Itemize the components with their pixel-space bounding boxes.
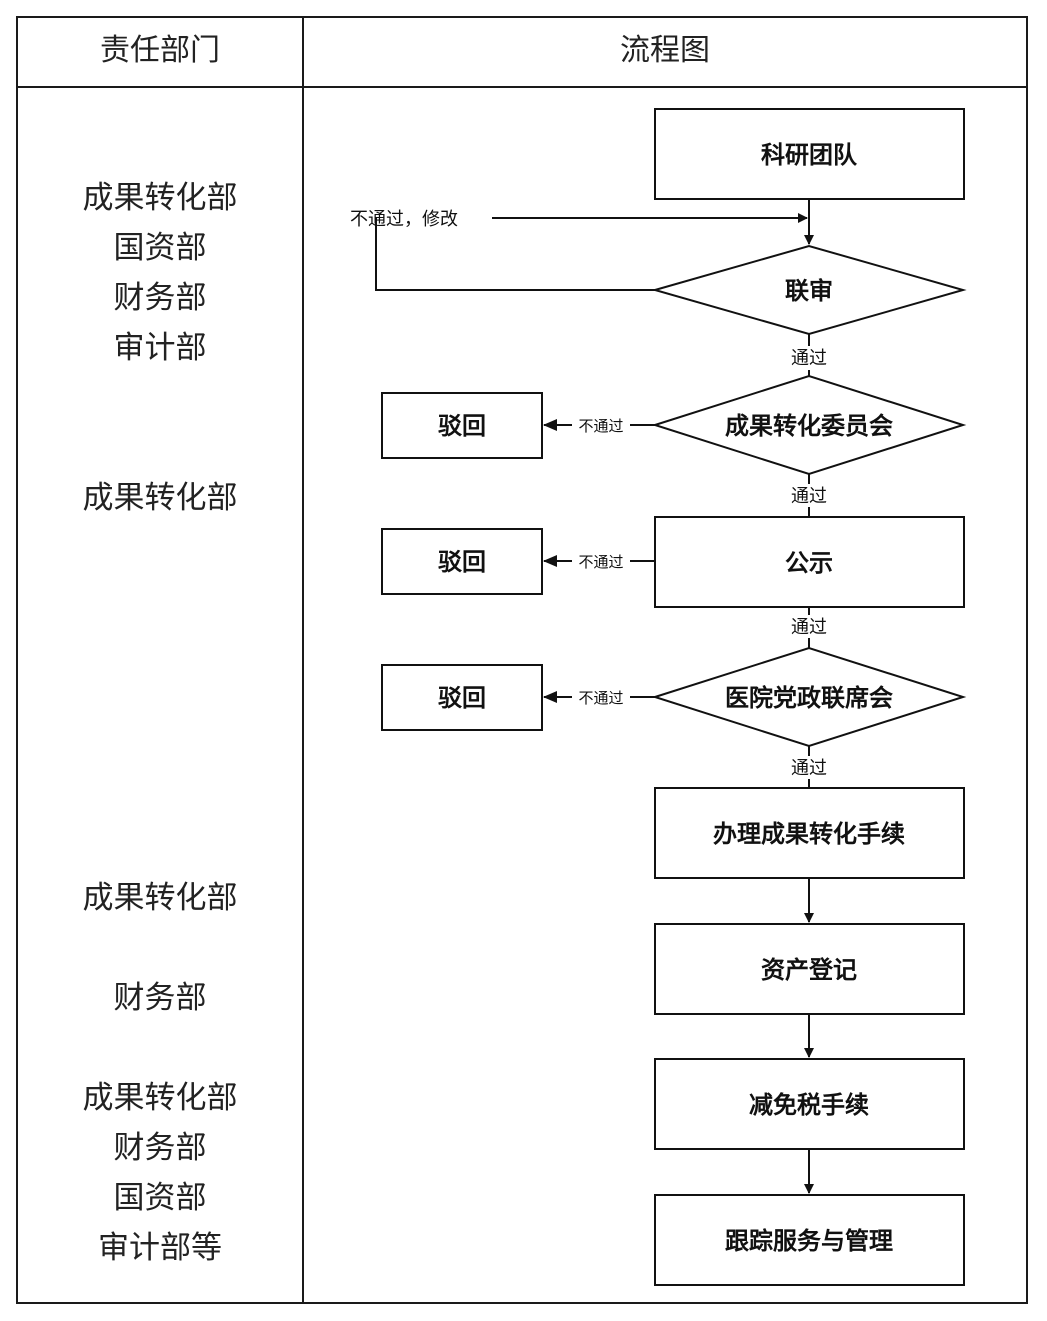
- dept-label: 成果转化部: [82, 180, 238, 216]
- asset-registration-label: 资产登记: [761, 956, 857, 984]
- fail-label-2: 不通过: [578, 553, 623, 571]
- fail-modify-label: 不通过，修改: [350, 209, 458, 230]
- committee-label: 成果转化委员会: [725, 412, 893, 440]
- dept-label: 成果转化部: [82, 480, 238, 516]
- research-team-label: 科研团队: [761, 141, 858, 169]
- pass-label-2: 通过: [791, 486, 827, 507]
- fail-label-3: 不通过: [578, 689, 623, 707]
- dept-label: 财务部: [113, 1130, 207, 1166]
- fail-label-1: 不通过: [578, 417, 623, 435]
- joint-meeting-diamond: [651, 646, 967, 748]
- dept-label: 财务部: [113, 980, 207, 1016]
- dept-group-procedures: 成果转化部: [18, 873, 302, 923]
- dept-label: 成果转化部: [82, 880, 238, 916]
- publicity-label: 公示: [785, 549, 833, 577]
- dept-group-approval: 成果转化部: [18, 473, 302, 523]
- column-divider: [302, 16, 304, 1304]
- follow-up-label: 跟踪服务与管理: [725, 1227, 893, 1255]
- reject-label-3: 驳回: [438, 684, 486, 712]
- joint-review-diamond: [651, 244, 967, 336]
- reject-box-3: [381, 664, 543, 731]
- flow-column-header: 流程图: [620, 33, 710, 68]
- procedures-label: 办理成果转化手续: [713, 820, 905, 848]
- reject-label-1: 驳回: [438, 412, 486, 440]
- pass-label-3: 通过: [791, 617, 827, 638]
- dept-group-assets: 财务部: [18, 973, 302, 1023]
- dept-column-header: 责任部门: [100, 33, 220, 68]
- reject-box-1: [381, 392, 543, 459]
- dept-label: 国资部: [113, 230, 207, 266]
- reject-box-2: [381, 528, 543, 595]
- committee-diamond: [651, 374, 967, 476]
- tax-reduction-label: 减免税手续: [749, 1091, 869, 1119]
- follow-up-box: [654, 1194, 965, 1286]
- header-divider: [16, 86, 1028, 88]
- dept-label: 审计部等: [98, 1230, 222, 1266]
- dept-group-followup: 成果转化部 财务部 国资部 审计部等: [18, 1073, 302, 1273]
- connector-review-loop: [375, 218, 655, 291]
- joint-review-label: 联审: [785, 277, 833, 305]
- reject-label-2: 驳回: [438, 548, 486, 576]
- dept-label: 成果转化部: [82, 1080, 238, 1116]
- dept-group-review: 成果转化部 国资部 财务部 审计部: [18, 173, 302, 373]
- pass-label-4: 通过: [791, 758, 827, 779]
- dept-label: 审计部: [113, 330, 207, 366]
- table-frame: [16, 16, 1028, 1304]
- dept-label: 财务部: [113, 280, 207, 316]
- dept-label: 国资部: [113, 1180, 207, 1216]
- joint-meeting-label: 医院党政联席会: [725, 684, 893, 712]
- pass-label-1: 通过: [791, 348, 827, 369]
